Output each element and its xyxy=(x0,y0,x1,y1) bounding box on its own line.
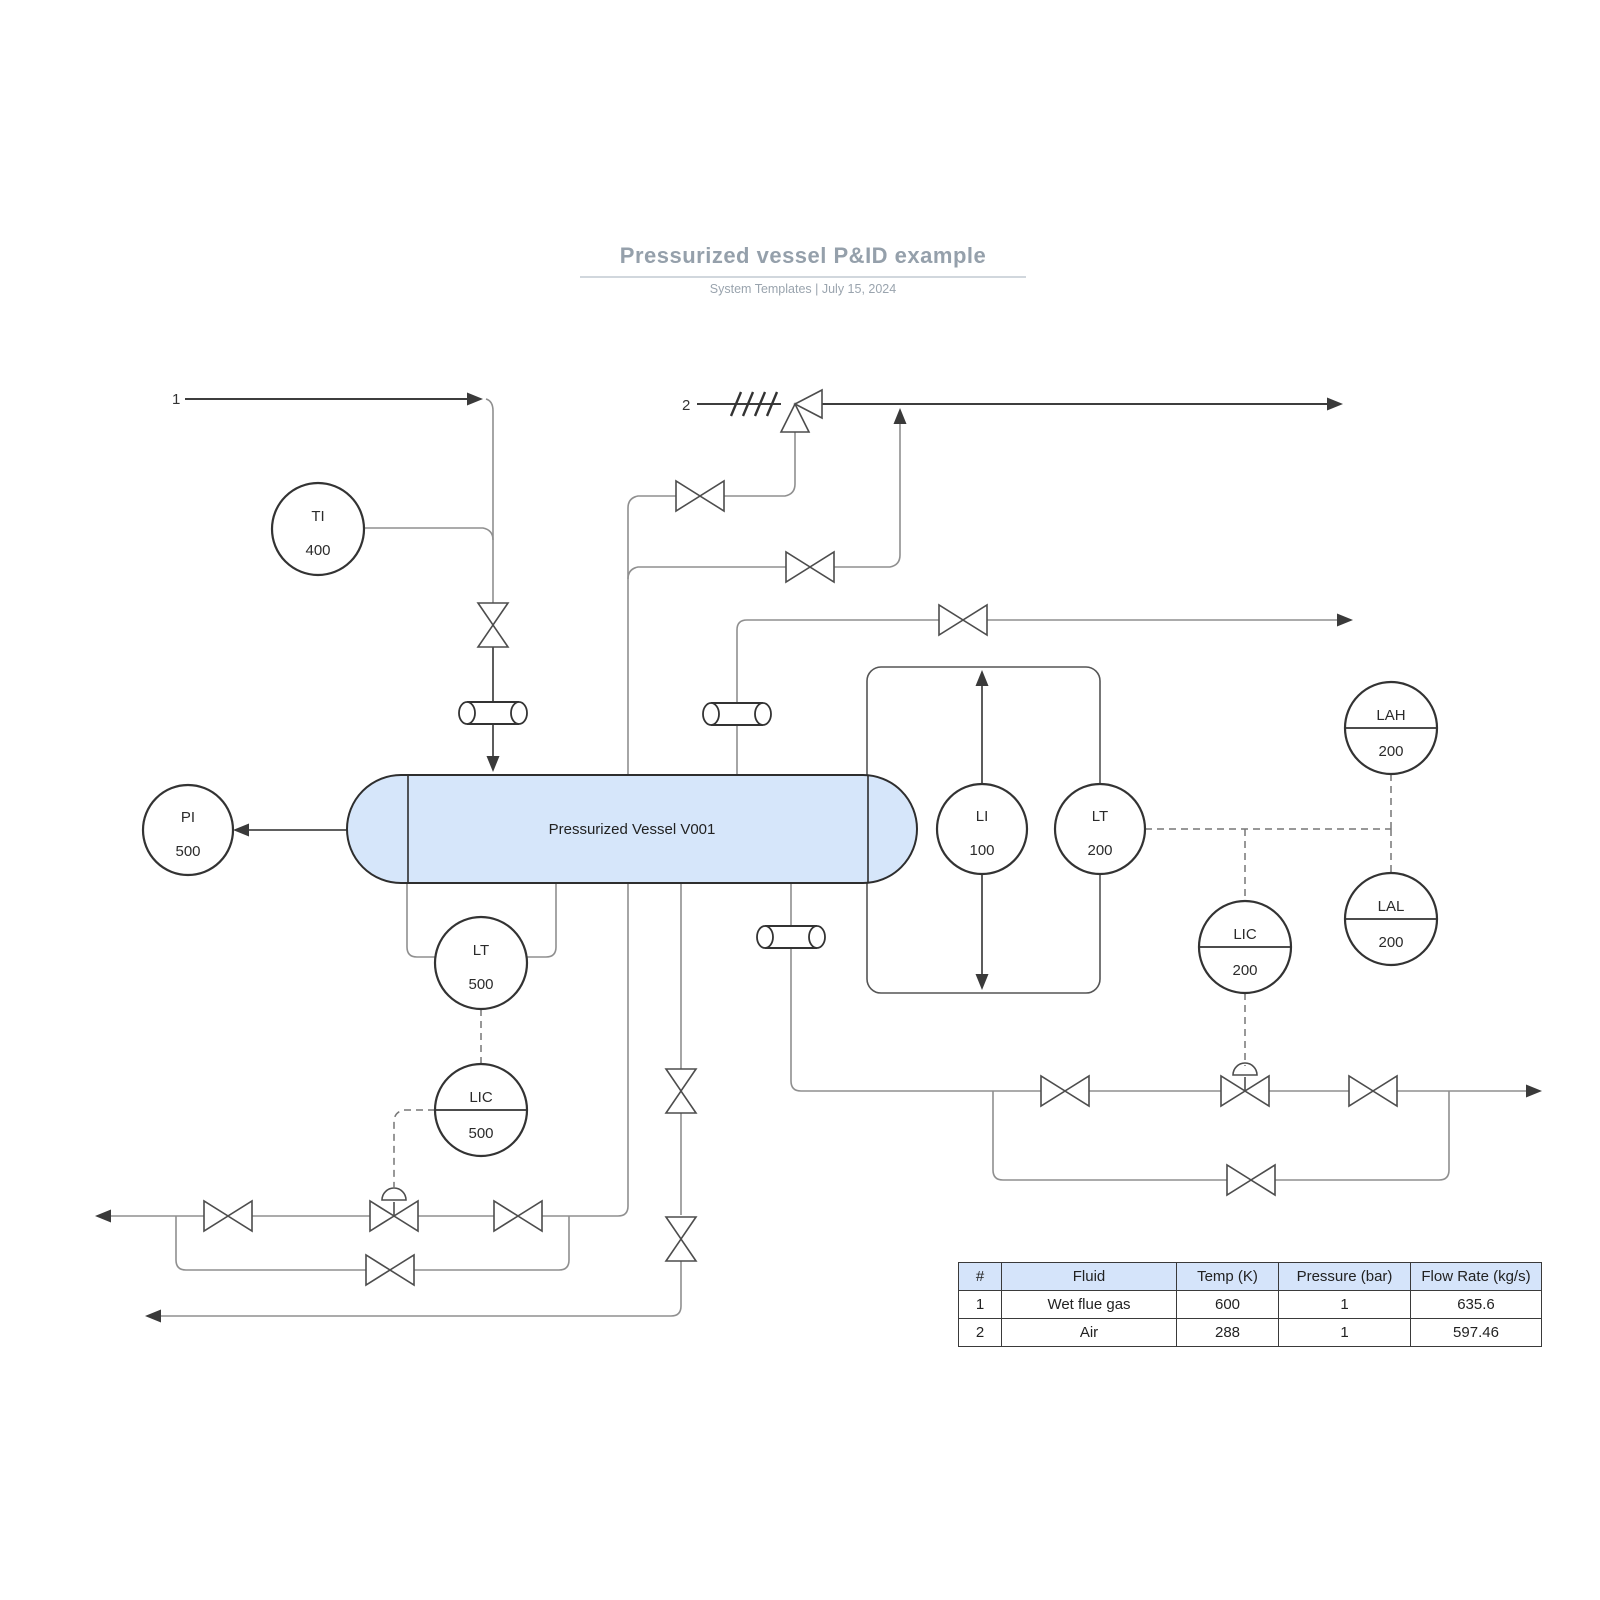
stream-2-label: 2 xyxy=(682,397,690,414)
stream-1-label: 1 xyxy=(172,391,180,408)
instrument-lal-200: LAL 200 xyxy=(1343,871,1439,967)
pipe-valve2-to-vent xyxy=(834,415,901,568)
instrument-lic-200: LIC 200 xyxy=(1197,899,1293,995)
pipe-lt500-right-stub xyxy=(522,884,557,958)
instrument-tag: LIC xyxy=(469,1089,493,1106)
table-header-cell: Flow Rate (kg/s) xyxy=(1411,1263,1541,1291)
instrument-tag: TI xyxy=(311,508,324,525)
pipe-liquid-bypass xyxy=(992,1091,1450,1181)
arrow-drain-out xyxy=(95,1209,111,1223)
arrow-to-pi500 xyxy=(233,823,249,837)
instrument-lt-200: LT 200 xyxy=(1053,782,1147,876)
instrument-lah-200: LAH 200 xyxy=(1343,680,1439,776)
table-cell: 2 xyxy=(959,1319,1002,1346)
table-cell: 288 xyxy=(1177,1319,1279,1346)
arrow-liquid-out xyxy=(1526,1084,1542,1098)
instrument-number: 200 xyxy=(1087,842,1112,859)
instrument-number: 200 xyxy=(1232,962,1257,979)
pipe-vessel-gas-out xyxy=(736,619,1340,776)
valve-drain-bypass xyxy=(365,1254,415,1286)
instrument-number: 500 xyxy=(468,976,493,993)
table-cell: 597.46 xyxy=(1411,1319,1541,1346)
instrument-tag: PI xyxy=(181,809,195,826)
instrument-tag: LI xyxy=(976,808,989,825)
instrument-tag: LAH xyxy=(1376,707,1405,724)
valve-gas-block-2 xyxy=(785,551,835,583)
instrument-number: 400 xyxy=(305,542,330,559)
table-cell: 600 xyxy=(1177,1291,1279,1319)
valve-stream1-inlet xyxy=(477,602,509,648)
valve-bottom-block-1 xyxy=(665,1068,697,1114)
spool-stream1 xyxy=(458,701,528,725)
control-valve-lic500 xyxy=(369,1187,419,1232)
instrument-number: 100 xyxy=(969,842,994,859)
instrument-pi-500: PI 500 xyxy=(141,783,235,877)
arrow-into-vessel xyxy=(486,756,500,772)
vessel-label: Pressurized Vessel V001 xyxy=(549,821,716,838)
instrument-number: 500 xyxy=(468,1125,493,1142)
pressure-relief-valve xyxy=(779,388,823,433)
instrument-lic-500: LIC 500 xyxy=(433,1062,529,1158)
control-valve-lic200 xyxy=(1220,1062,1270,1107)
instrument-tag: LAL xyxy=(1378,898,1405,915)
pipe-stream1-drop xyxy=(485,398,494,603)
spool-gas-out xyxy=(702,702,772,726)
pressurized-vessel: Pressurized Vessel V001 xyxy=(346,774,918,884)
valve-gas-block-1 xyxy=(675,480,725,512)
stream-data-table: # Fluid Temp (K) Pressure (bar) Flow Rat… xyxy=(958,1262,1542,1347)
instrument-tag: LT xyxy=(473,942,489,959)
table-cell: 1 xyxy=(1279,1291,1411,1319)
instrument-tag: LT xyxy=(1092,808,1108,825)
table-cell: Wet flue gas xyxy=(1002,1291,1177,1319)
line-class-hash-marks xyxy=(729,391,779,417)
table-header-cell: Fluid xyxy=(1002,1263,1177,1291)
page-title: Pressurized vessel P&ID example xyxy=(620,243,986,268)
table-header-cell: Pressure (bar) xyxy=(1279,1263,1411,1291)
pipe-liquid-out xyxy=(790,883,1529,1092)
arrow-level-top xyxy=(975,670,989,686)
arrow-gas-out xyxy=(1337,613,1353,627)
table-cell: 1 xyxy=(959,1291,1002,1319)
arrow-vent-join xyxy=(893,408,907,424)
signal-lines xyxy=(393,774,1392,1192)
signal-lic500-to-valve xyxy=(393,1109,435,1192)
instrument-li-100: LI 100 xyxy=(935,782,1029,876)
table-cell: 1 xyxy=(1279,1319,1411,1346)
spool-liquid-out xyxy=(756,925,826,949)
instrument-number: 200 xyxy=(1378,743,1403,760)
instrument-tag: LIC xyxy=(1233,926,1257,943)
instrument-number: 200 xyxy=(1378,934,1403,951)
table-header-cell: Temp (K) xyxy=(1177,1263,1279,1291)
instrument-number: 500 xyxy=(175,843,200,860)
arrow-stream2-out xyxy=(1327,397,1343,411)
instrument-ti-400: TI 400 xyxy=(270,481,366,577)
title-block: Pressurized vessel P&ID example System T… xyxy=(580,243,1026,296)
piping-lines xyxy=(106,391,1529,1317)
valve-outlet-block-left xyxy=(1040,1075,1090,1107)
pipe-valve-to-psv xyxy=(724,432,796,497)
table-cell: Air xyxy=(1002,1319,1177,1346)
valve-outlet-bypass xyxy=(1226,1164,1276,1196)
arrow-stream1 xyxy=(467,392,483,406)
pipe-bottom-outlet xyxy=(158,884,682,1317)
pipe-lt500-left-stub xyxy=(406,884,440,958)
arrow-level-bottom xyxy=(975,974,989,990)
arrow-bottom-out xyxy=(145,1309,161,1323)
instrument-lt-500: LT 500 xyxy=(433,915,529,1011)
pipe-ti400-tap xyxy=(364,527,494,541)
valve-drain-block-right xyxy=(493,1200,543,1232)
valve-vent-block xyxy=(938,604,988,636)
pipe-vessel-top-riser xyxy=(627,495,676,776)
pipe-drain-header xyxy=(106,883,629,1217)
table-header-cell: # xyxy=(959,1263,1002,1291)
valve-outlet-block-right xyxy=(1348,1075,1398,1107)
valve-bottom-block-2 xyxy=(665,1216,697,1262)
table-cell: 635.6 xyxy=(1411,1291,1541,1319)
valve-drain-block-left xyxy=(203,1200,253,1232)
pipe-valve2-left xyxy=(627,566,786,580)
page-subtitle: System Templates | July 15, 2024 xyxy=(710,282,896,296)
